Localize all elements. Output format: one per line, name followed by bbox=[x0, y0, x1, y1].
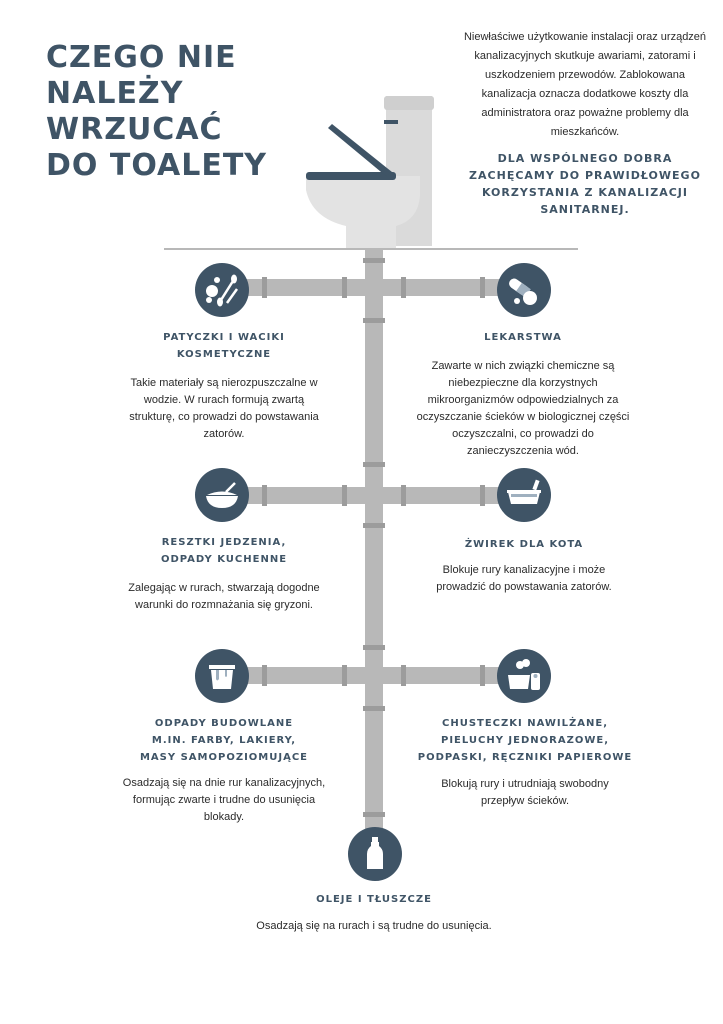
item-oils: OLEJE I TŁUSZCZE Osadzają się na rurach … bbox=[224, 891, 524, 935]
litter-box-icon bbox=[497, 468, 551, 522]
oil-bottle-icon bbox=[348, 827, 402, 881]
item-medicine: LEKARSTWA Zawarte w nich związki chemicz… bbox=[416, 329, 630, 460]
title-line-4: DO TOALETY bbox=[46, 148, 268, 183]
item-heading: OLEJE I TŁUSZCZE bbox=[316, 894, 432, 905]
title-line-1: CZEGO NIE bbox=[46, 40, 237, 75]
food-bowl-icon bbox=[195, 468, 249, 522]
item-construction-waste: ODPADY BUDOWLANE M.IN. FARBY, LAKIERY, M… bbox=[114, 715, 334, 826]
item-heading: LEKARSTWA bbox=[484, 332, 562, 343]
item-heading: RESZTKI JEDZENIA, ODPADY KUCHENNE bbox=[160, 537, 288, 565]
item-description: Blokuje rury kanalizacyjne i może prowad… bbox=[436, 564, 612, 593]
item-cotton-swabs: PATYCZKI I WACIKI KOSMETYCZNE Takie mate… bbox=[124, 329, 324, 443]
item-heading: ODPADY BUDOWLANE M.IN. FARBY, LAKIERY, M… bbox=[139, 718, 308, 763]
item-description: Osadzają się na rurach i są trudne do us… bbox=[256, 920, 492, 932]
item-heading: CHUSTECZKI NAWILŻANE, PIELUCHY JEDNORAZO… bbox=[417, 718, 633, 763]
item-food-waste: RESZTKI JEDZENIA, ODPADY KUCHENNE Zalega… bbox=[124, 534, 324, 614]
title-line-3: WRZUCAĆ bbox=[46, 112, 223, 147]
page-title: CZEGO NIE NALEŻY WRZUCAĆ DO TOALETY bbox=[46, 40, 346, 184]
toilet-lid bbox=[328, 124, 392, 176]
cotton-swabs-icon bbox=[195, 263, 249, 317]
item-description: Takie materiały są nierozpuszczalne w wo… bbox=[129, 377, 319, 440]
item-heading: PATYCZKI I WACIKI KOSMETYCZNE bbox=[163, 332, 285, 360]
intro-text: Niewłaściwe użytkowanie instalacji oraz … bbox=[463, 31, 707, 138]
hygiene-products-icon bbox=[497, 649, 551, 703]
item-description: Osadzają się na dnie rur kanalizacyjnych… bbox=[122, 777, 326, 823]
toilet-bowl bbox=[306, 176, 420, 248]
item-description: Zawarte w nich związki chemiczne są nieb… bbox=[416, 360, 630, 457]
item-description: Blokują rury i utrudniają swobodny przep… bbox=[441, 778, 609, 807]
item-wipes: CHUSTECZKI NAWILŻANE, PIELUCHY JEDNORAZO… bbox=[416, 715, 634, 810]
item-heading: ŻWIREK DLA KOTA bbox=[464, 539, 584, 550]
paint-bucket-icon bbox=[195, 649, 249, 703]
main-pipe bbox=[365, 250, 383, 850]
pills-icon bbox=[497, 263, 551, 317]
title-line-2: NALEŻY bbox=[46, 76, 184, 111]
item-cat-litter: ŻWIREK DLA KOTA Blokuje rury kanalizacyj… bbox=[424, 536, 624, 596]
call-to-action: DLA WSPÓLNEGO DOBRA ZACHĘCAMY DO PRAWIDŁ… bbox=[469, 152, 701, 216]
item-description: Zalegając w rurach, stwarzają dogodne wa… bbox=[128, 582, 320, 611]
